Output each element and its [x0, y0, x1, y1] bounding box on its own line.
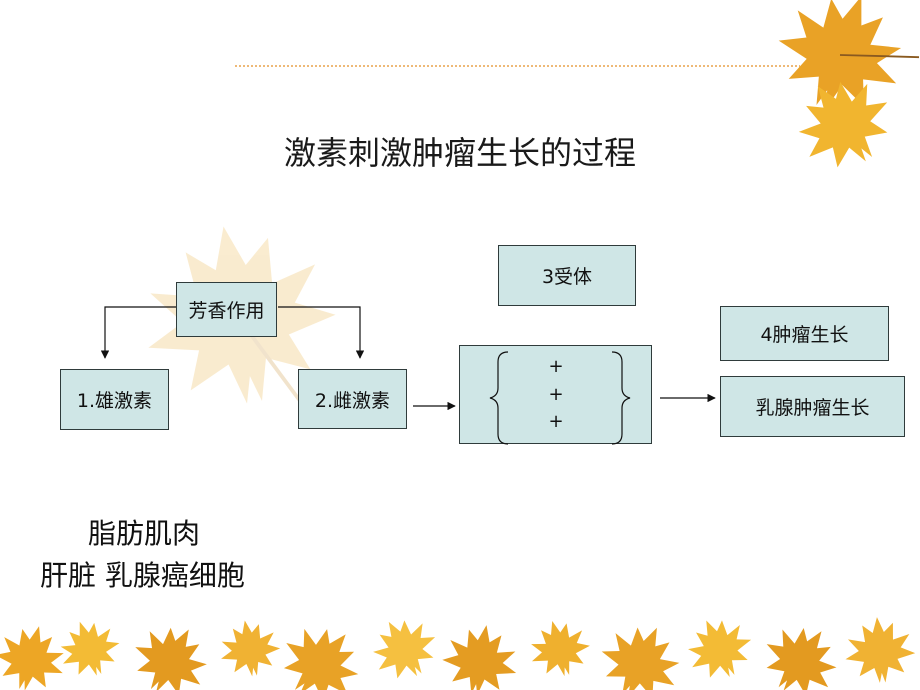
- plus-sign: +: [548, 384, 564, 405]
- page-title: 激素刺激肿瘤生长的过程: [283, 134, 636, 172]
- tumor-growth-label: 4肿瘤生长: [760, 324, 849, 346]
- plus-sign: +: [548, 356, 564, 377]
- receptor-box: 3受体: [498, 245, 636, 306]
- tissues-line-2: 肝脏 乳腺癌细胞: [40, 559, 245, 592]
- androgen-box: 1.雄激素: [60, 369, 169, 430]
- connector-to-androgen: [100, 306, 176, 359]
- receptor-label: 3受体: [541, 266, 593, 288]
- plus-sign: +: [548, 411, 564, 432]
- right-brace-icon: [611, 351, 631, 445]
- connector-to-estrogen: [278, 306, 365, 359]
- breast-tumor-box: 乳腺肿瘤生长: [720, 376, 905, 437]
- aromatase-label: 芳香作用: [188, 300, 265, 322]
- estrogen-label: 2.雌激素: [314, 389, 391, 412]
- tissues-line-1: 脂肪肌肉: [88, 517, 201, 550]
- androgen-label: 1.雄激素: [76, 390, 153, 412]
- maple-leaf-icon: [762, 0, 920, 129]
- aromatase-box: 芳香作用: [176, 282, 277, 337]
- left-brace-icon: [489, 351, 509, 445]
- receptor-binding-box: [459, 345, 652, 444]
- breast-tumor-label: 乳腺肿瘤生长: [755, 397, 870, 419]
- tumor-growth-box: 4肿瘤生长: [720, 306, 889, 361]
- estrogen-box: 2.雌激素: [298, 369, 407, 429]
